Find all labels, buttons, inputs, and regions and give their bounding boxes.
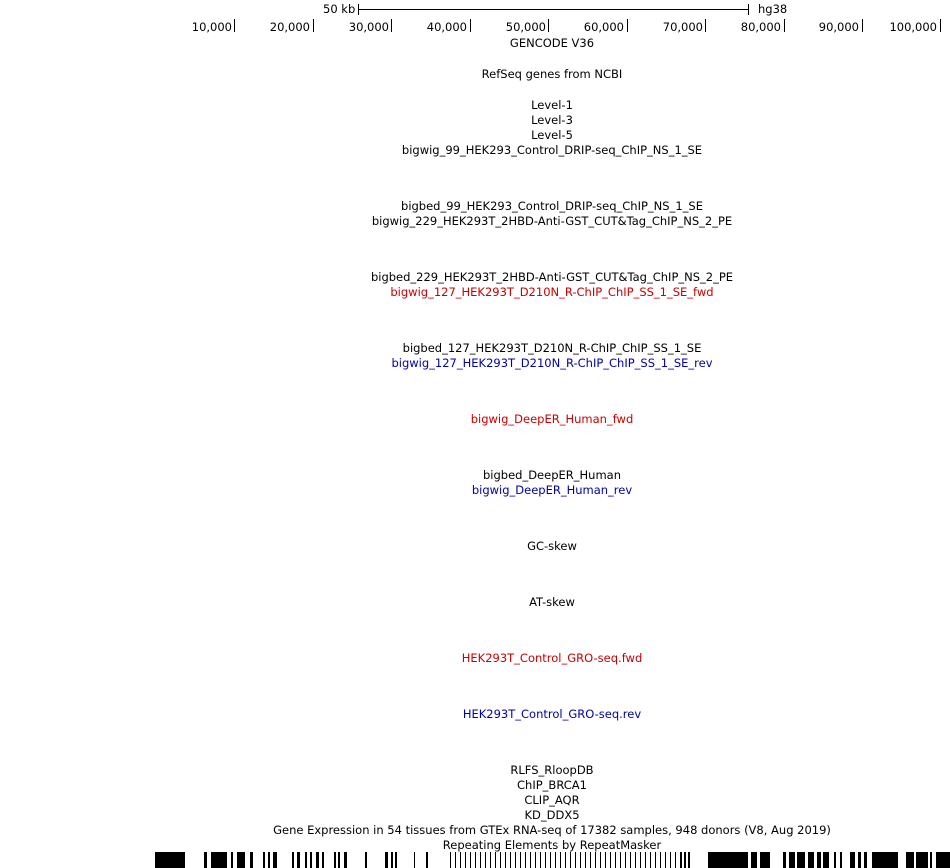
repeatmasker-track[interactable] [0, 852, 950, 868]
track-label-repeatmasker[interactable]: Repeating Elements by RepeatMasker [442, 838, 662, 852]
scale-bar-line [358, 9, 748, 10]
track-label-deeper-fwd[interactable]: bigwig_DeepER_Human_fwd [470, 412, 634, 426]
ruler-tick-mark [705, 19, 706, 32]
track-label-bigwig-127-rev[interactable]: bigwig_127_HEK293T_D210N_R-ChIP_ChIP_SS_… [391, 356, 713, 370]
ruler-tick-label: 90,000 [818, 20, 859, 34]
track-label-gro-seq-fwd[interactable]: HEK293T_Control_GRO-seq.fwd [461, 651, 643, 665]
track-label-gro-seq-rev[interactable]: HEK293T_Control_GRO-seq.rev [462, 707, 642, 721]
track-label-clip-aqr[interactable]: CLIP_AQR [524, 793, 580, 807]
scale-bar-label: 50 kb [323, 2, 356, 16]
ruler-tick-mark [784, 19, 785, 32]
track-label-chip-brca1[interactable]: ChIP_BRCA1 [517, 778, 587, 792]
track-label-level-1[interactable]: Level-1 [531, 98, 573, 112]
track-label-at-skew[interactable]: AT-skew [529, 595, 575, 609]
track-label-kd-ddx5[interactable]: KD_DDX5 [524, 808, 580, 822]
track-label-bigbed-99-drip[interactable]: bigbed_99_HEK293_Control_DRIP-seq_ChIP_N… [401, 199, 703, 213]
ruler-tick-label: 60,000 [583, 20, 624, 34]
repeat-blocks [155, 852, 950, 868]
ruler-tick-label: 70,000 [662, 20, 703, 34]
ruler-tick-mark [940, 19, 941, 32]
scale-bar-right-cap [748, 4, 749, 15]
ruler-tick-label: 40,000 [426, 20, 467, 34]
ruler-tick-mark [862, 19, 863, 32]
track-label-level-5[interactable]: Level-5 [531, 128, 573, 142]
track-label-level-3[interactable]: Level-3 [531, 113, 573, 127]
track-label-gtex[interactable]: Gene Expression in 54 tissues from GTEx … [273, 823, 831, 837]
ruler-tick-label: 50,000 [505, 20, 546, 34]
track-label-bigwig-99-drip[interactable]: bigwig_99_HEK293_Control_DRIP-seq_ChIP_N… [401, 143, 703, 157]
ruler-tick-mark [391, 19, 392, 32]
track-label-refseq[interactable]: RefSeq genes from NCBI [481, 67, 623, 81]
ruler-tick-label: 30,000 [348, 20, 389, 34]
ruler-tick-label: 80,000 [740, 20, 781, 34]
track-label-bigwig-229-cuttag[interactable]: bigwig_229_HEK293T_2HBD-Anti-GST_CUT&Tag… [371, 214, 733, 228]
track-label-gencode[interactable]: GENCODE V36 [509, 36, 595, 50]
ruler-tick-mark [627, 19, 628, 32]
ruler-tick-mark [313, 19, 314, 32]
track-label-rlfs-rloopdb[interactable]: RLFS_RloopDB [510, 763, 594, 777]
ruler-tick-mark [234, 19, 235, 32]
track-label-deeper-rev[interactable]: bigwig_DeepER_Human_rev [471, 483, 633, 497]
track-label-bigbed-127[interactable]: bigbed_127_HEK293T_D210N_R-ChIP_ChIP_SS_… [402, 341, 702, 355]
ruler-tick-mark [548, 19, 549, 32]
ruler-tick-label: 20,000 [269, 20, 310, 34]
ruler-tick-label: 10,000 [191, 20, 232, 34]
ruler-tick-label: 100,000 [889, 20, 937, 34]
assembly-label: hg38 [758, 2, 788, 16]
track-label-gc-skew[interactable]: GC-skew [527, 539, 577, 553]
track-label-bigwig-127-fwd[interactable]: bigwig_127_HEK293T_D210N_R-ChIP_ChIP_SS_… [390, 285, 714, 299]
track-label-deeper-bigbed[interactable]: bigbed_DeepER_Human [482, 468, 621, 482]
ruler-tick-mark [470, 19, 471, 32]
track-label-bigbed-229-cuttag[interactable]: bigbed_229_HEK293T_2HBD-Anti-GST_CUT&Tag… [370, 270, 734, 284]
